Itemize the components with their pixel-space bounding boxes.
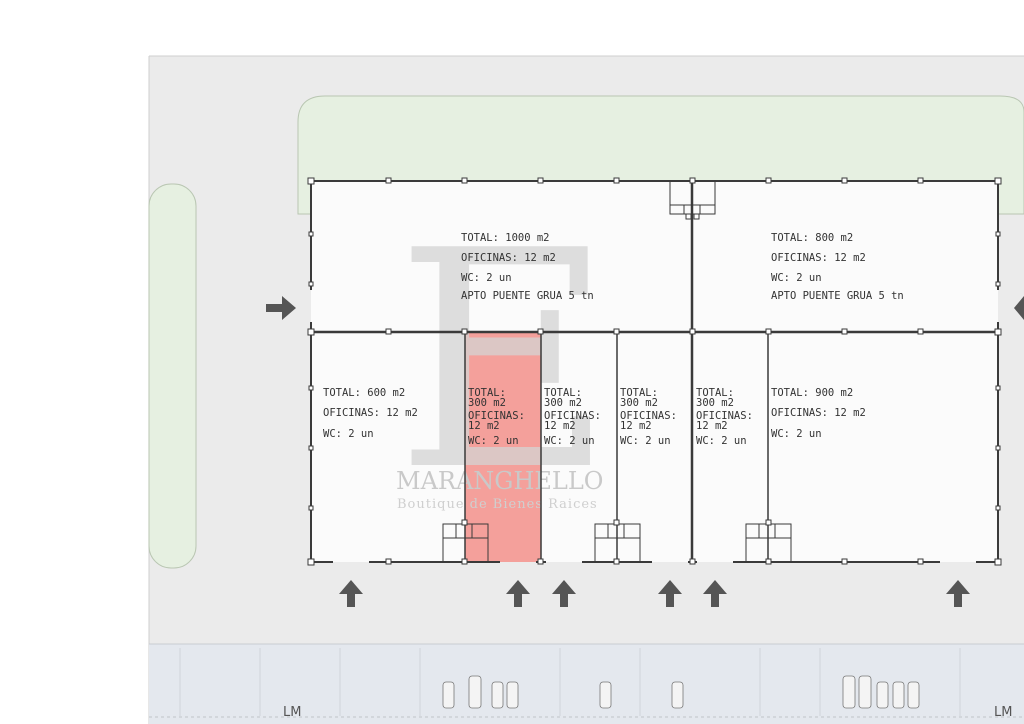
arrow-up-icon: [339, 580, 970, 607]
unit-300d-labels: TOTAL: 300 m2 OFICINAS: 12 m2 WC: 2 un: [696, 387, 753, 447]
car-icon: [442, 675, 920, 709]
svg-text:300 m2: 300 m2: [544, 397, 582, 409]
svg-text:WC: 2 un: WC: 2 un: [544, 435, 595, 447]
svg-text:E: E: [395, 187, 614, 536]
svg-text:WC: 2 un: WC: 2 un: [771, 428, 822, 440]
svg-text:TOTAL: 900 m2: TOTAL: 900 m2: [771, 387, 853, 399]
unit-1000-labels: TOTAL: 1000 m2 OFICINAS: 12 m2 WC: 2 un …: [461, 232, 594, 302]
svg-text:300 m2: 300 m2: [468, 397, 506, 409]
svg-text:WC: 2 un: WC: 2 un: [461, 272, 512, 284]
svg-text:TOTAL:: TOTAL:: [620, 387, 658, 399]
svg-text:WC: 2 un: WC: 2 un: [620, 435, 671, 447]
arrow-right-icon: [266, 296, 296, 320]
watermark-logo: E: [395, 187, 614, 536]
street-label-left: LM: [283, 705, 301, 720]
unit-600-labels: TOTAL: 600 m2 OFICINAS: 12 m2 WC: 2 un: [323, 387, 418, 440]
svg-text:OFICINAS:: OFICINAS:: [696, 410, 753, 422]
unit-300c-labels: TOTAL: 300 m2 OFICINAS: 12 m2 WC: 2 un: [620, 387, 677, 447]
svg-text:12 m2: 12 m2: [468, 420, 500, 432]
building-floor: [311, 181, 998, 562]
svg-text:TOTAL:: TOTAL:: [696, 387, 734, 399]
svg-text:APTO PUENTE GRUA 5 tn: APTO PUENTE GRUA 5 tn: [461, 290, 594, 302]
svg-text:300 m2: 300 m2: [620, 397, 658, 409]
green-area-left: [148, 183, 197, 569]
svg-text:TOTAL: 1000 m2: TOTAL: 1000 m2: [461, 232, 550, 244]
svg-text:OFICINAS: 12 m2: OFICINAS: 12 m2: [461, 252, 556, 264]
svg-text:12 m2: 12 m2: [544, 420, 576, 432]
columns: [307, 177, 1002, 566]
svg-text:OFICINAS:: OFICINAS:: [468, 410, 525, 422]
street-label-right: LM: [994, 705, 1012, 720]
svg-text:12 m2: 12 m2: [620, 420, 652, 432]
svg-text:300 m2: 300 m2: [696, 397, 734, 409]
svg-text:TOTAL:: TOTAL:: [544, 387, 582, 399]
unit-300b-labels: TOTAL: 300 m2 OFICINAS: 12 m2 WC: 2 un: [544, 387, 601, 447]
watermark-name: MARANGHELLO: [396, 467, 603, 495]
svg-text:OFICINAS: 12 m2: OFICINAS: 12 m2: [771, 252, 866, 264]
svg-text:APTO PUENTE GRUA 5 tn: APTO PUENTE GRUA 5 tn: [771, 290, 904, 302]
svg-text:WC: 2 un: WC: 2 un: [323, 428, 374, 440]
unit-800-labels: TOTAL: 800 m2 OFICINAS: 12 m2 WC: 2 un A…: [771, 232, 904, 302]
svg-text:TOTAL: 600 m2: TOTAL: 600 m2: [323, 387, 405, 399]
svg-text:OFICINAS:: OFICINAS:: [620, 410, 677, 422]
svg-text:WC: 2 un: WC: 2 un: [696, 435, 747, 447]
office-blocks: [442, 181, 792, 562]
svg-text:WC: 2 un: WC: 2 un: [771, 272, 822, 284]
svg-text:WC: 2 un: WC: 2 un: [468, 435, 519, 447]
watermark-tagline: Boutique de Bienes Raices: [397, 497, 598, 512]
unit-300a-labels: TOTAL: 300 m2 OFICINAS: 12 m2 WC: 2 un: [468, 387, 525, 447]
arrow-left-icon: [1014, 296, 1024, 320]
svg-text:OFICINAS:: OFICINAS:: [544, 410, 601, 422]
svg-text:OFICINAS: 12 m2: OFICINAS: 12 m2: [771, 407, 866, 419]
svg-text:TOTAL: 800 m2: TOTAL: 800 m2: [771, 232, 853, 244]
svg-text:TOTAL:: TOTAL:: [468, 387, 506, 399]
svg-text:12 m2: 12 m2: [696, 420, 728, 432]
svg-text:OFICINAS: 12 m2: OFICINAS: 12 m2: [323, 407, 418, 419]
unit-900-labels: TOTAL: 900 m2 OFICINAS: 12 m2 WC: 2 un: [771, 387, 866, 440]
